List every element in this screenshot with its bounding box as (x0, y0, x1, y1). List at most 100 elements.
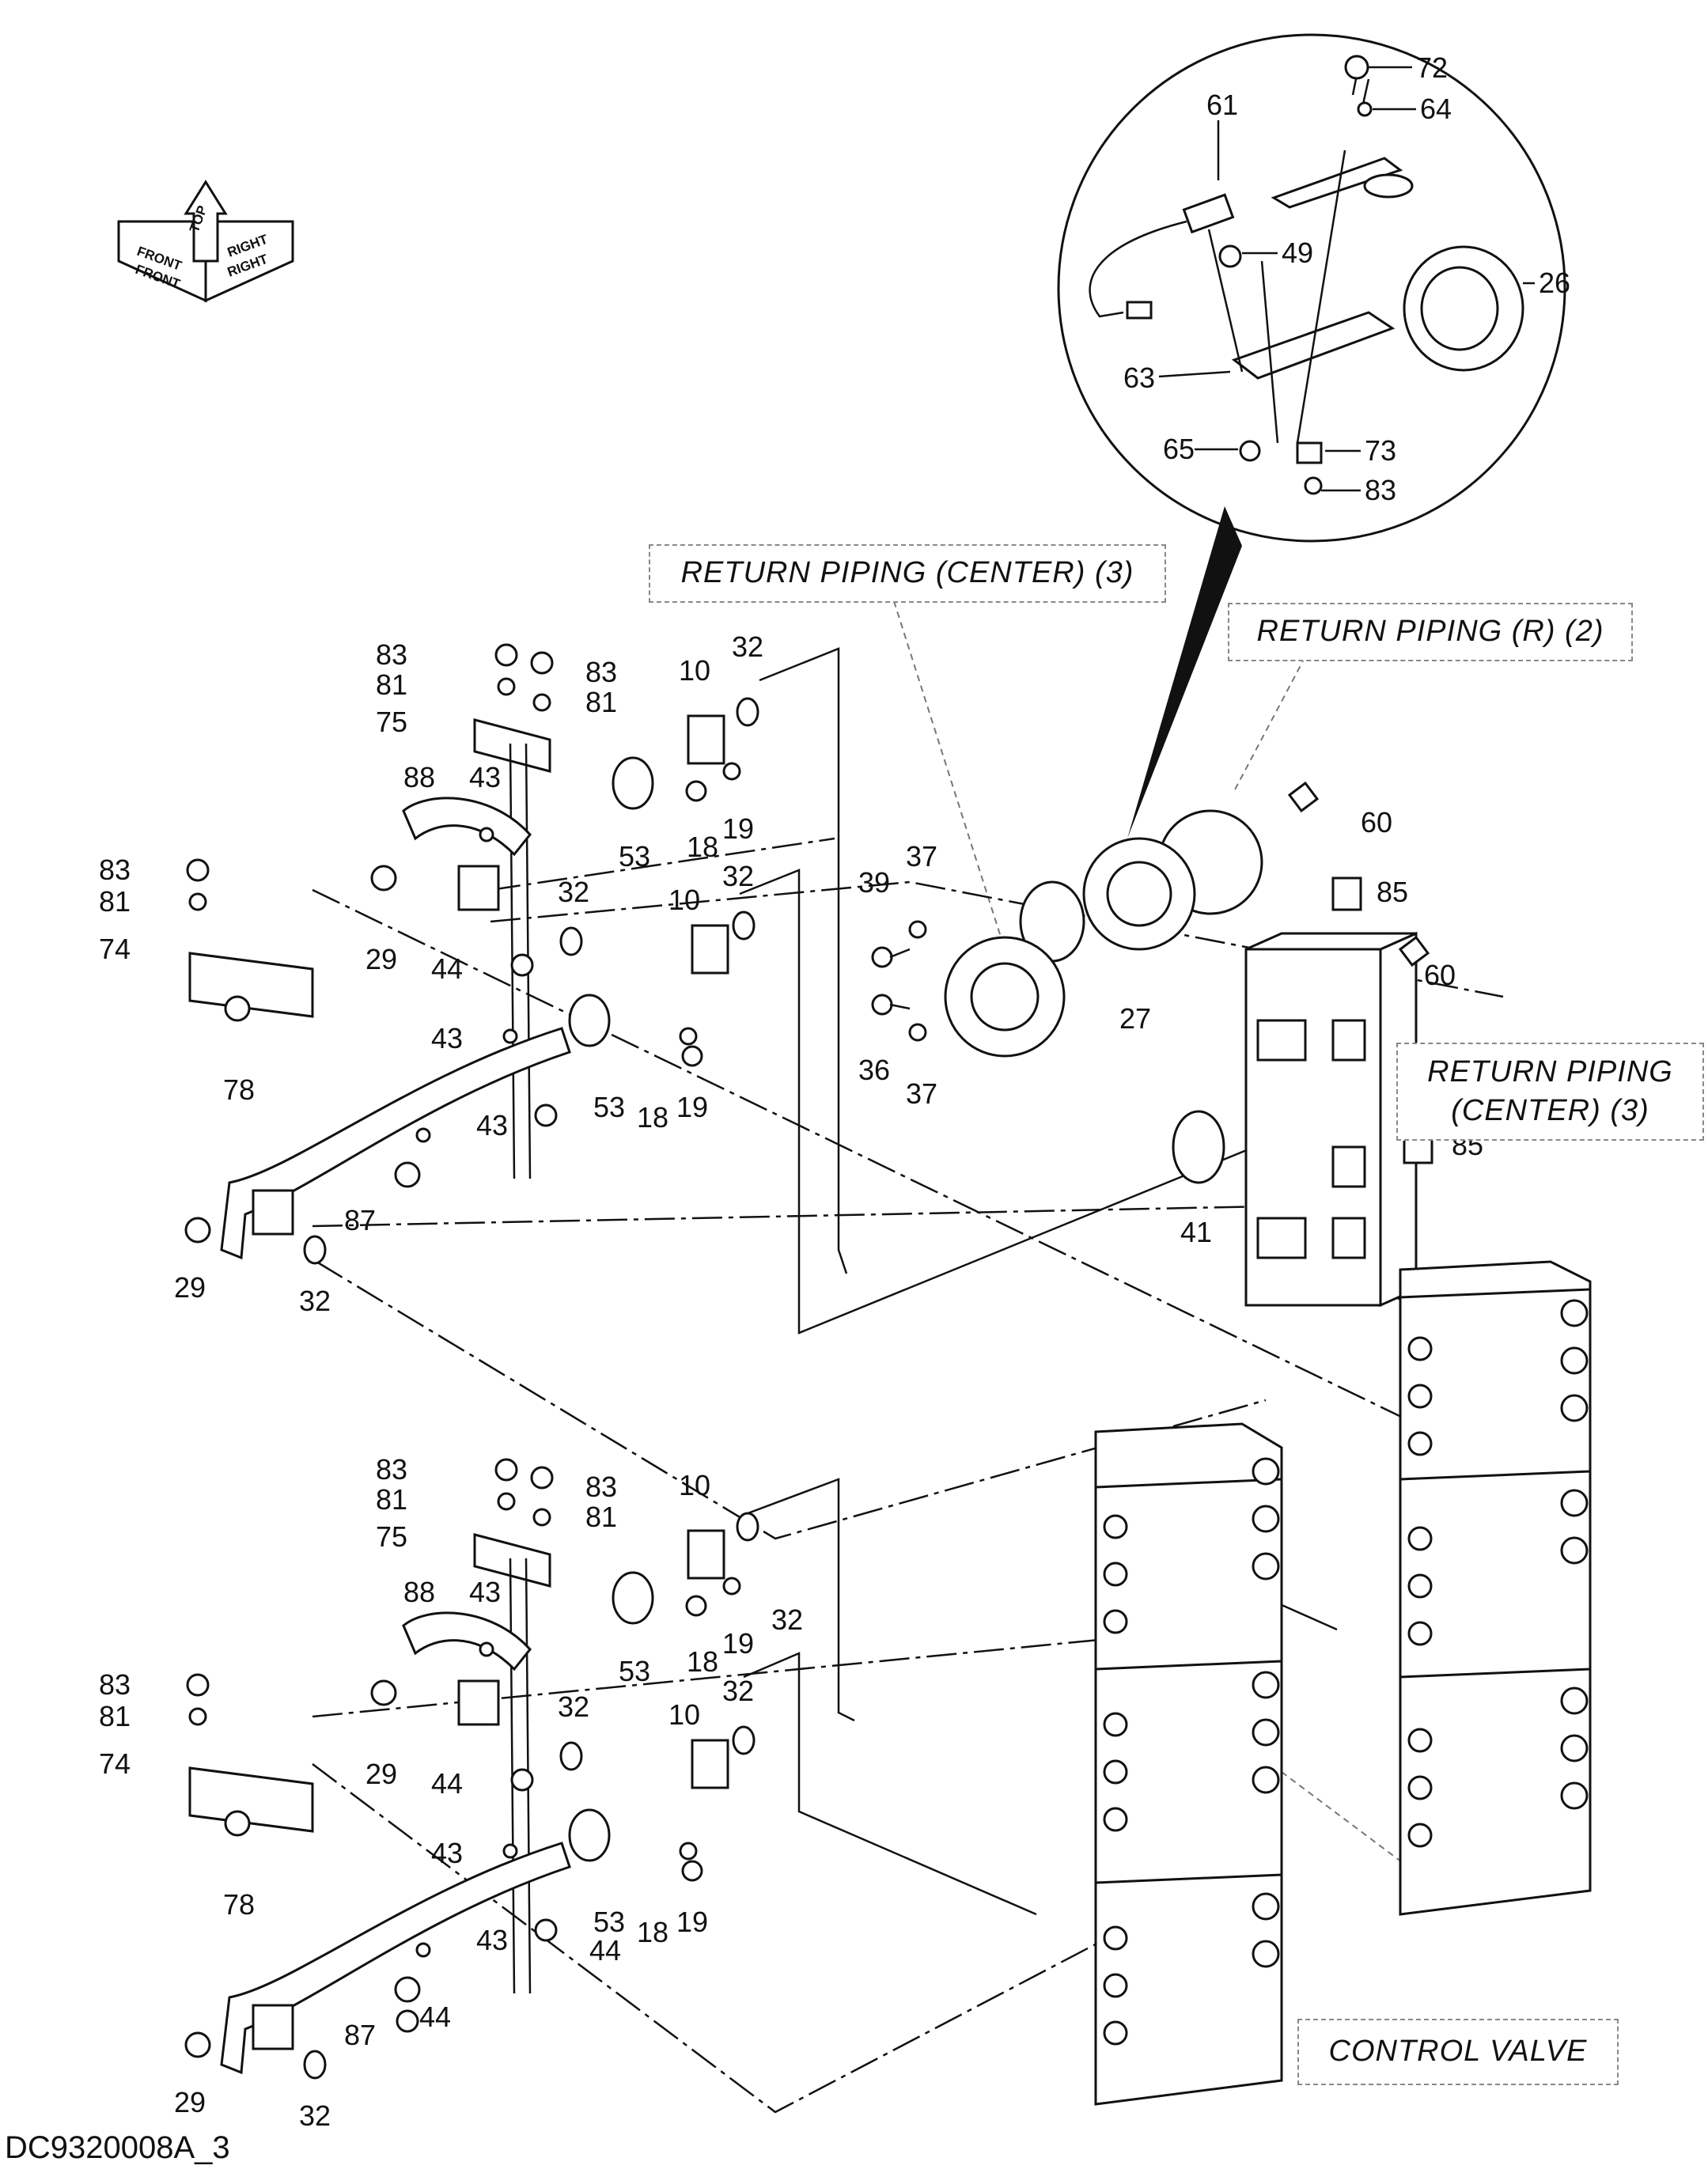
part-label: 83 (376, 1453, 407, 1486)
part-label: 88 (403, 761, 435, 793)
return-manifold (871, 781, 1433, 1308)
part-label: 81 (585, 1501, 617, 1533)
valve-stack-left (1094, 1422, 1283, 2106)
hose-88-upper (402, 797, 532, 857)
callout-control-valve: CONTROL VALVE (1297, 2019, 1619, 2085)
detail-view (1057, 33, 1566, 839)
callout-text: RETURN PIPING (R) (2) (1256, 615, 1604, 649)
part-label: 61 (1206, 89, 1238, 121)
part-label: 75 (376, 706, 407, 738)
block-10-upper-b (691, 924, 729, 975)
part-label: 64 (1420, 93, 1452, 125)
pipe-87-upper (220, 1027, 571, 1260)
callout-return-piping-center-right: RETURN PIPING (CENTER) (3) (1396, 1043, 1704, 1141)
part-label: 75 (376, 1520, 407, 1553)
part-label: 32 (558, 876, 589, 908)
part-label: 43 (476, 1109, 508, 1141)
part-label: 83 (1365, 474, 1396, 506)
flange-upper-b (252, 1189, 294, 1236)
hose-88-lower (402, 1611, 532, 1671)
callout-return-piping-r: RETURN PIPING (R) (2) (1228, 603, 1633, 661)
part-label: 10 (679, 654, 710, 687)
part-label: 18 (687, 831, 718, 863)
sensor-61 (1182, 193, 1235, 234)
part-label: 44 (419, 2001, 451, 2033)
part-label: 39 (858, 866, 890, 899)
oring-32-d (303, 1235, 327, 1265)
block-10-upper-a (687, 714, 725, 765)
part-number-labels: 72 64 61 49 26 63 65 73 83 83 83 81 81 7… (99, 51, 1570, 2132)
part-label: 32 (722, 1675, 754, 1707)
bracket-75-upper (473, 718, 551, 773)
callout-return-piping-center-top: RETURN PIPING (CENTER) (3) (649, 544, 1166, 603)
part-label: 78 (223, 1888, 255, 1921)
control-valve (1094, 1260, 1592, 2106)
part-label: 74 (99, 1747, 131, 1780)
part-label: 83 (585, 656, 617, 688)
part-label: 19 (676, 1906, 708, 1938)
part-label: 32 (771, 1603, 803, 1636)
part-label: 87 (344, 1204, 376, 1236)
part-label: 85 (1377, 876, 1408, 908)
part-label: 10 (668, 884, 700, 916)
part-label: 29 (365, 1758, 397, 1790)
flange-upper-a (457, 865, 500, 911)
part-label: 53 (619, 1655, 650, 1687)
orientation-compass-icon: FRONT FRONT RIGHT RIGHT TOP (117, 180, 294, 303)
part-label: 29 (174, 2086, 206, 2118)
part-label: 87 (344, 2019, 376, 2051)
part-label: 32 (299, 1285, 331, 1317)
bracket-74-upper (188, 952, 314, 1018)
oring-32-b (732, 910, 756, 941)
fitting-60-a (1287, 781, 1320, 813)
upper-pipe-group (184, 643, 759, 1265)
part-label: 53 (593, 1906, 625, 1938)
part-label: 18 (637, 1916, 668, 1948)
part-label: 60 (1361, 806, 1392, 839)
part-label: 83 (376, 638, 407, 671)
part-label: 19 (676, 1091, 708, 1123)
part-label: 29 (174, 1271, 206, 1304)
part-label: 32 (558, 1690, 589, 1723)
lower-pipe-group (184, 1458, 759, 2080)
bracket-75-lower (473, 1533, 551, 1588)
part-label: 83 (99, 854, 131, 886)
part-label: 43 (476, 1924, 508, 1956)
part-label: 44 (431, 952, 463, 985)
part-label: 43 (469, 761, 501, 793)
part-label: 32 (299, 2099, 331, 2132)
fitting-53-upper-a (612, 756, 654, 810)
part-label: 36 (858, 1054, 890, 1086)
part-label: 29 (365, 943, 397, 975)
callout-text-line1: RETURN PIPING (1427, 1054, 1673, 1088)
part-label: 19 (722, 1627, 754, 1660)
part-label: 26 (1539, 267, 1570, 299)
part-label: 81 (376, 668, 407, 701)
bracket-74-lower (188, 1766, 314, 1833)
part-label: 60 (1424, 959, 1456, 991)
part-label: 43 (431, 1837, 463, 1869)
part-label: 10 (679, 1469, 710, 1501)
part-label: 78 (223, 1073, 255, 1106)
part-label: 32 (732, 630, 763, 663)
oring-32-a (736, 697, 759, 727)
part-label: 37 (906, 840, 937, 873)
oring-32-c (559, 926, 583, 956)
part-label: 74 (99, 933, 131, 965)
detail-pointer (1127, 506, 1242, 839)
part-label: 43 (469, 1576, 501, 1608)
part-label: 81 (99, 1700, 131, 1732)
part-label: 53 (619, 840, 650, 873)
pipe-87-lower (220, 1842, 571, 2075)
oring-41 (1172, 1110, 1225, 1184)
part-label: 18 (687, 1645, 718, 1678)
fitting-60-b (1398, 935, 1430, 967)
part-label: 65 (1163, 433, 1195, 465)
part-label: 32 (722, 860, 754, 892)
part-label: 18 (637, 1101, 668, 1134)
part-label: 81 (585, 686, 617, 718)
plug-85-a (1331, 876, 1362, 911)
part-label: 43 (431, 1022, 463, 1054)
callout-text: CONTROL VALVE (1328, 2035, 1588, 2069)
